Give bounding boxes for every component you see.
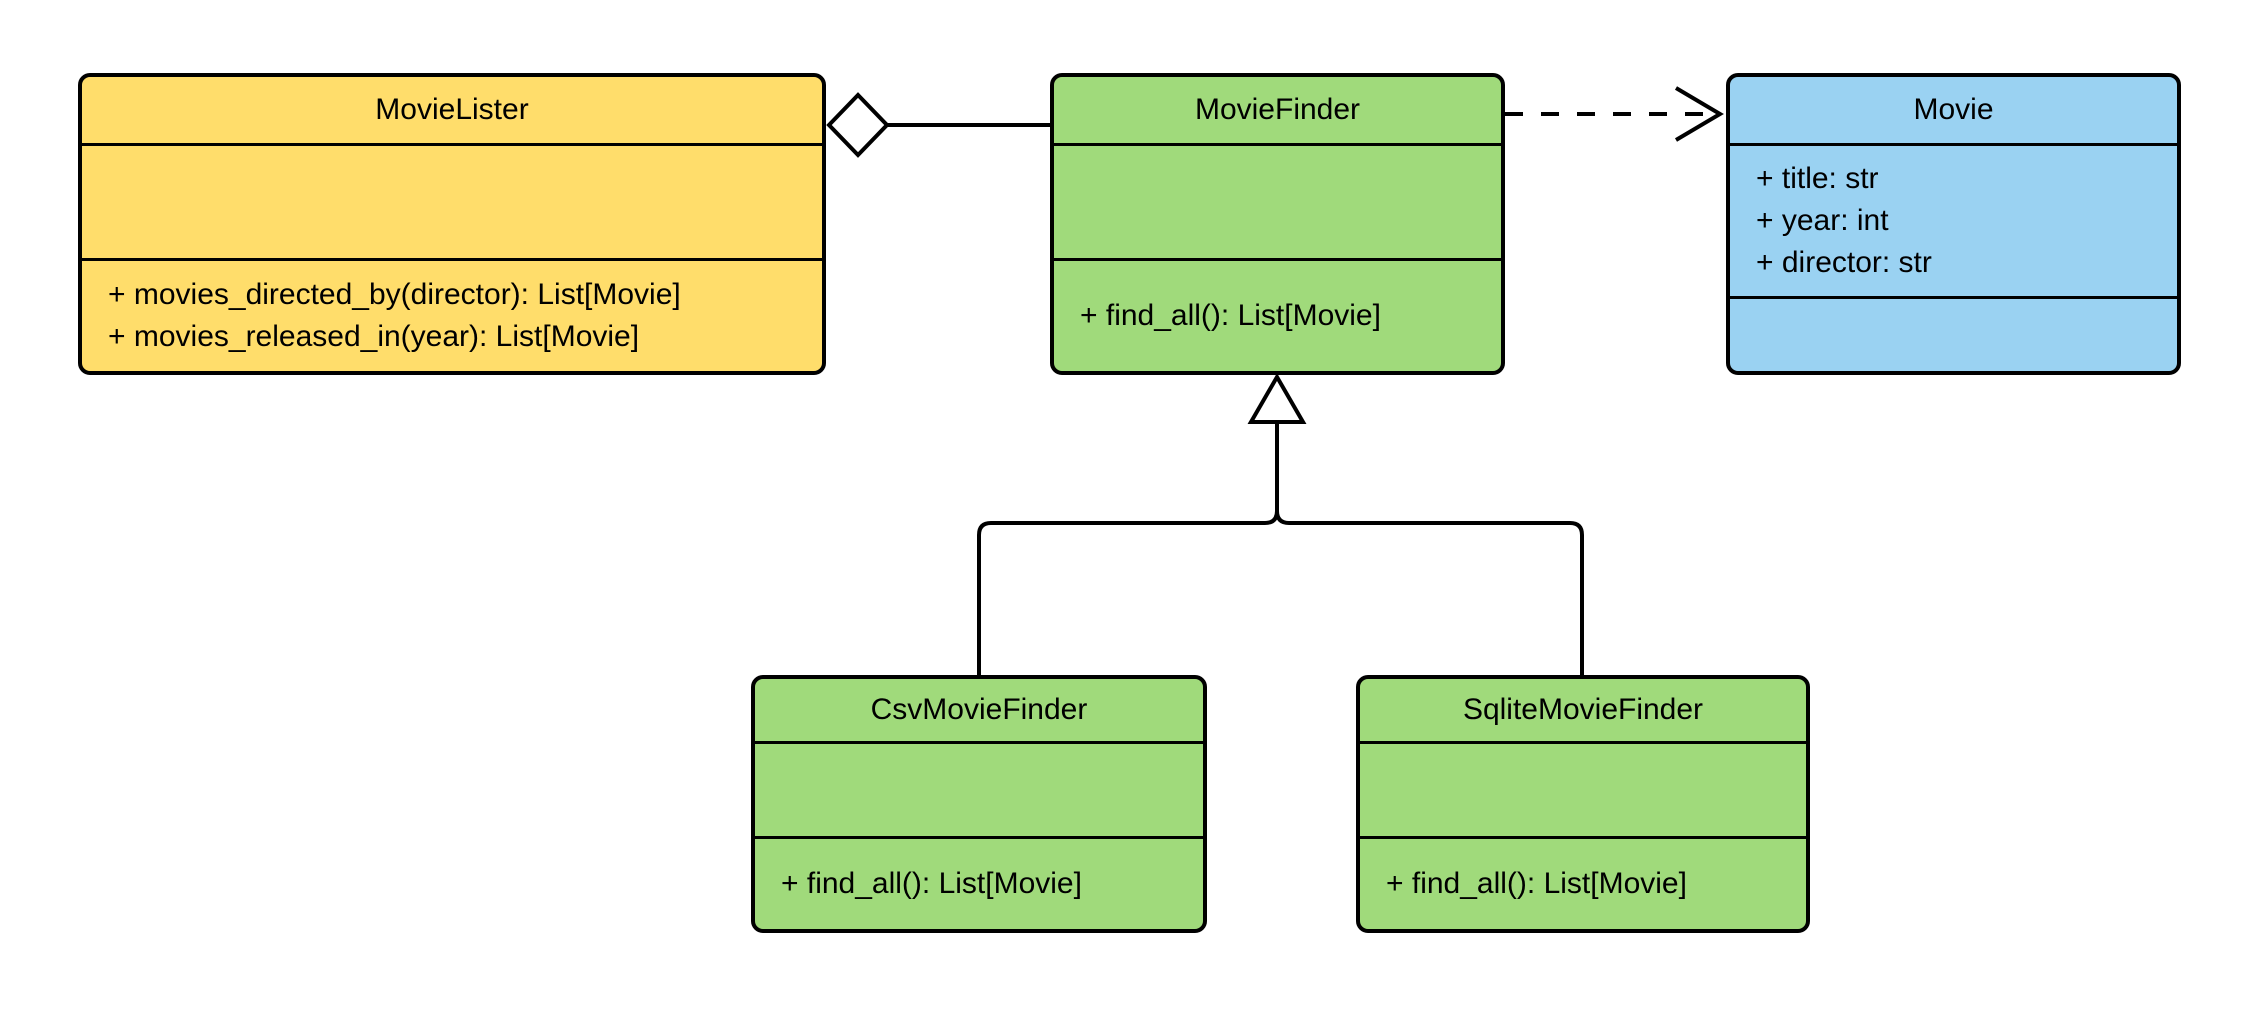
method-label: + find_all(): List[Movie] (1080, 299, 1381, 332)
movie-attributes-compartment: + title: str + year: int + director: str (1730, 146, 2177, 299)
moviefinder-class-name: MovieFinder (1054, 77, 1501, 146)
sqlitemoviefinder-methods-compartment: + find_all(): List[Movie] (1360, 839, 1806, 929)
attribute-label: + director: str (1756, 246, 1932, 279)
aggregation-edge-movielister-moviefinder (826, 92, 1050, 158)
attribute-label: + title: str (1756, 162, 1879, 195)
csvmoviefinder-class-name: CsvMovieFinder (755, 679, 1203, 744)
moviefinder-attributes-compartment (1054, 146, 1501, 261)
generalization-edge-sqlitemoviefinder-moviefinder (1275, 424, 1584, 675)
method-label: + movies_released_in(year): List[Movie] (108, 320, 640, 353)
dependency-edge-moviefinder-movie (1505, 86, 1724, 142)
method-label: + movies_directed_by(director): List[Mov… (108, 278, 681, 311)
generalization-triangle-icon (1247, 373, 1307, 424)
csvmoviefinder-class: CsvMovieFinder + find_all(): List[Movie] (751, 675, 1207, 933)
moviefinder-class: MovieFinder + find_all(): List[Movie] (1050, 73, 1505, 375)
csvmoviefinder-attributes-compartment (755, 744, 1203, 839)
attribute-label: + year: int (1756, 204, 1889, 237)
movielister-class: MovieLister + movies_directed_by(directo… (78, 73, 826, 375)
sqlitemoviefinder-attributes-compartment (1360, 744, 1806, 839)
movie-methods-compartment (1730, 299, 2177, 371)
sqlitemoviefinder-class-name: SqliteMovieFinder (1360, 679, 1806, 744)
movie-class-name: Movie (1730, 77, 2177, 146)
sqlitemoviefinder-class: SqliteMovieFinder + find_all(): List[Mov… (1356, 675, 1810, 933)
moviefinder-methods-compartment: + find_all(): List[Movie] (1054, 261, 1501, 371)
csvmoviefinder-methods-compartment: + find_all(): List[Movie] (755, 839, 1203, 929)
generalization-edge-csvmoviefinder-moviefinder (977, 424, 1279, 675)
dependency-arrowhead-icon (1674, 86, 1724, 142)
aggregation-diamond-icon (826, 92, 890, 158)
movielister-attributes-compartment (82, 146, 822, 261)
movie-class: Movie + title: str + year: int + directo… (1726, 73, 2181, 375)
method-label: + find_all(): List[Movie] (1386, 867, 1687, 900)
method-label: + find_all(): List[Movie] (781, 867, 1082, 900)
movielister-class-name: MovieLister (82, 77, 822, 146)
movielister-methods-compartment: + movies_directed_by(director): List[Mov… (82, 261, 822, 371)
